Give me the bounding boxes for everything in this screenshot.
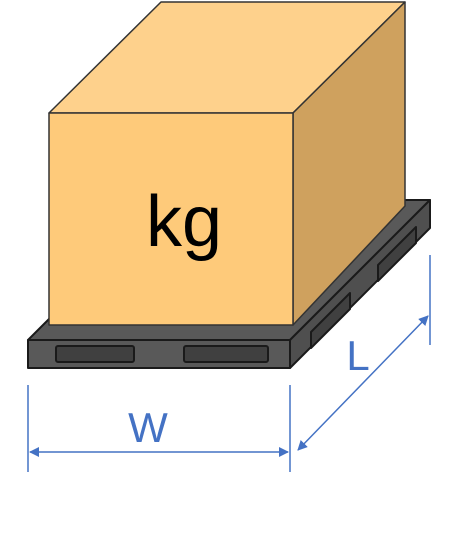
length-arrow — [297, 315, 429, 451]
box-weight-label: kg — [146, 182, 222, 262]
box-front-face — [48, 112, 294, 326]
pallet-front-slot-right — [183, 345, 269, 363]
length-dimension: L — [297, 255, 431, 451]
cargo-box: kg — [48, 1, 406, 326]
pallet-side-slot-back — [377, 226, 417, 282]
pallet-front-slot-left — [55, 345, 135, 363]
length-label: L — [346, 332, 369, 379]
width-dimension: W — [27, 385, 291, 472]
width-label: W — [128, 404, 168, 451]
